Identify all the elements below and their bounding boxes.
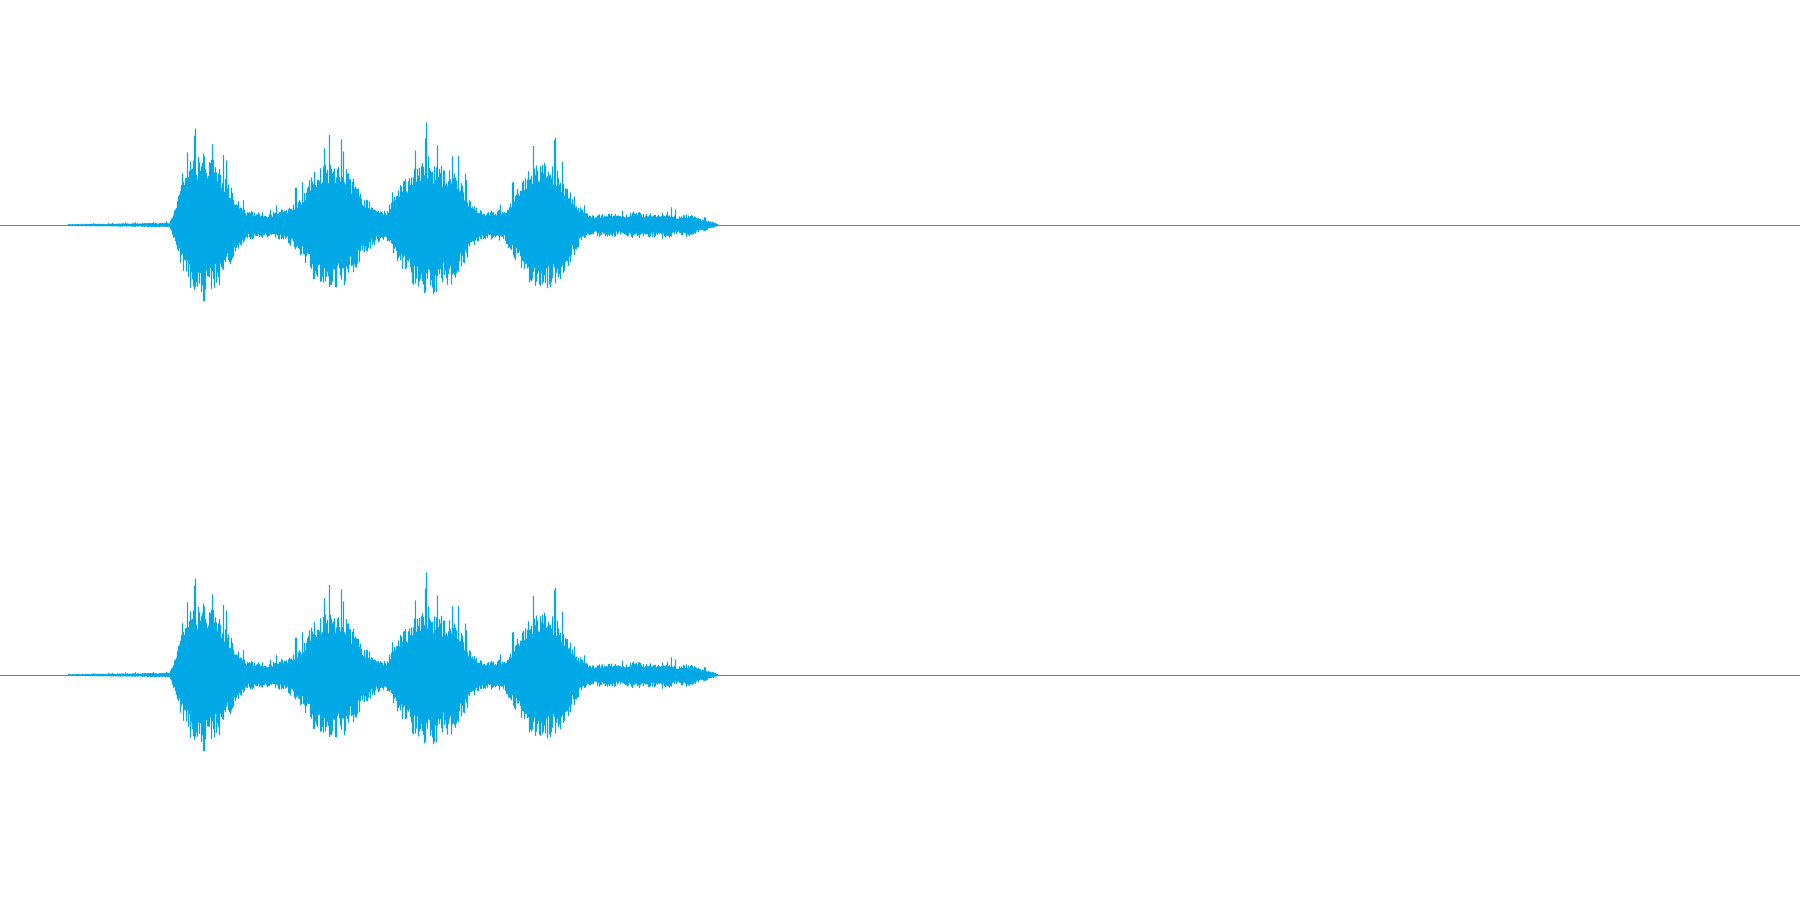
channel-1-waveform bbox=[0, 122, 1800, 302]
channel-2-samples bbox=[67, 572, 719, 752]
channel-1-samples bbox=[67, 122, 719, 302]
channel-2-waveform bbox=[0, 572, 1800, 752]
